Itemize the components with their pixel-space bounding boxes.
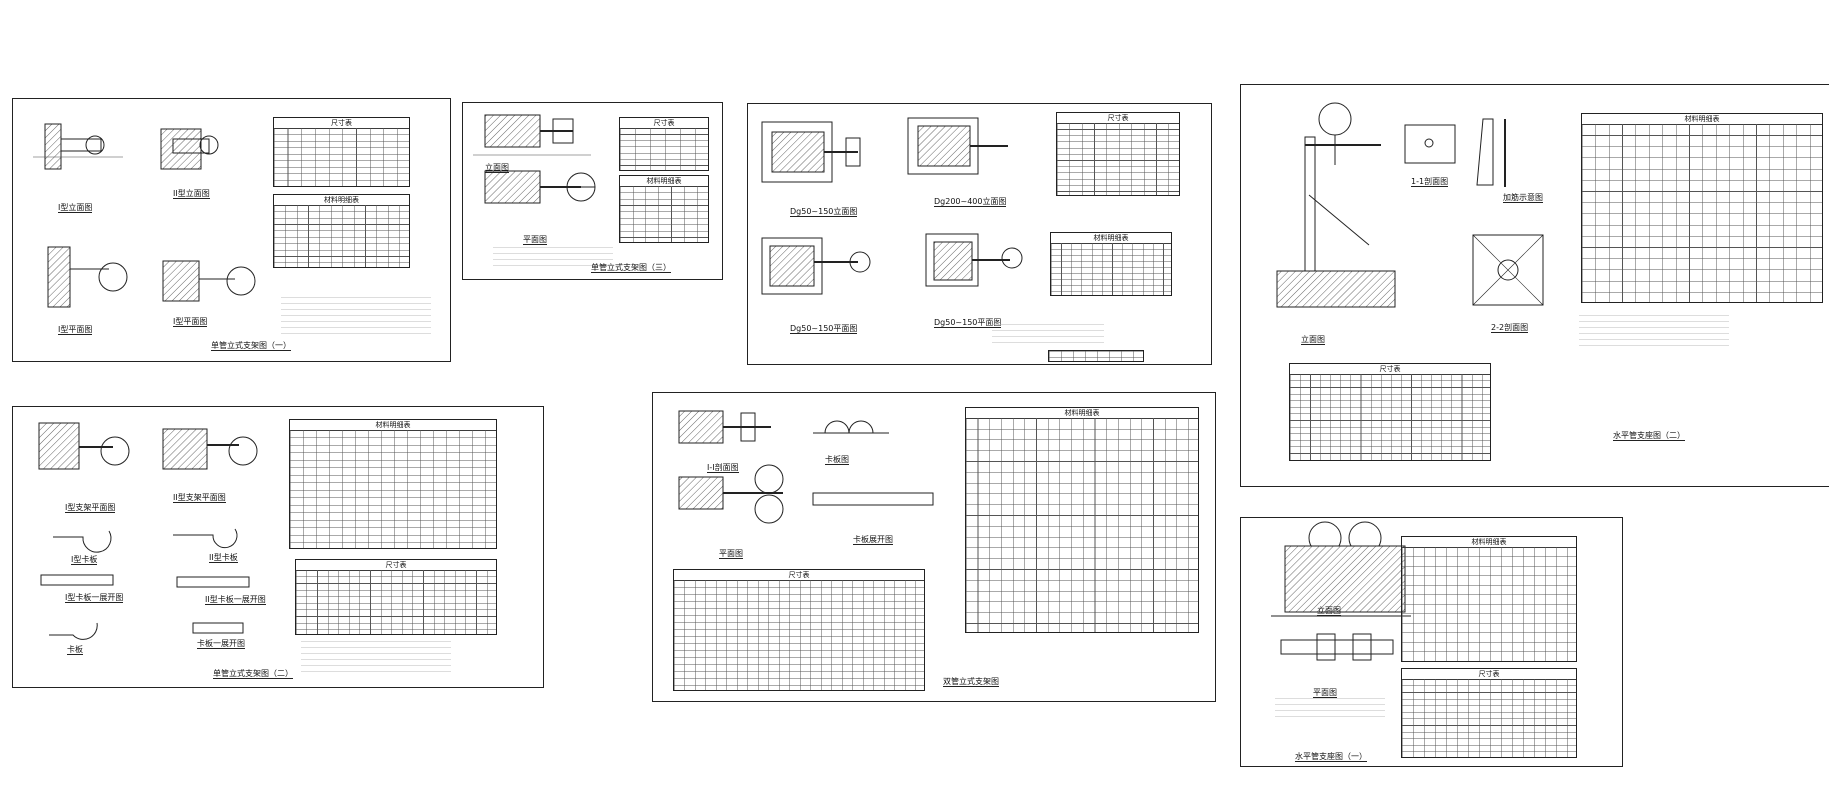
sheet-title: 单管立式支架图（一） — [211, 341, 291, 351]
detail-drawings — [1271, 521, 1411, 661]
view-caption: 平面图 — [1313, 688, 1337, 698]
view-caption: Dg50~150立面图 — [790, 207, 858, 217]
notes-block — [281, 297, 431, 337]
material-table: 材料明细表 — [289, 419, 497, 549]
view-caption: II型卡板一展开图 — [205, 595, 266, 605]
material-table: 材料明细表 — [619, 175, 709, 243]
drawing-sheet-3: Dg50~150立面图 Dg200~400立面图 Dg50~150平面图 Dg5… — [747, 103, 1212, 365]
view-caption: I-I剖面图 — [707, 463, 739, 473]
view-caption: Dg50~150平面图 — [790, 324, 858, 334]
dimension-table: 尺寸表 — [1401, 668, 1577, 758]
view-caption: I型卡板 — [71, 555, 98, 565]
notes-block — [1579, 315, 1729, 351]
view-caption: Dg200~400立面图 — [934, 197, 1007, 207]
detail-drawings — [33, 123, 256, 308]
drawing-sheet-5: I型支架平面图 II型支架平面图 I型卡板 II型卡板 I型卡板一展开图 II型… — [12, 406, 544, 688]
view-caption: 平面图 — [719, 549, 743, 559]
material-table: 材料明细表 — [965, 407, 1199, 633]
detail-drawings — [678, 410, 934, 524]
detail-drawings — [38, 422, 258, 640]
detail-drawings — [761, 117, 1023, 295]
dimension-table: 尺寸表 — [619, 117, 709, 171]
material-table: 材料明细表 — [1050, 232, 1172, 296]
view-caption: I型平面图 — [58, 325, 93, 335]
material-table: 材料明细表 — [1581, 113, 1823, 303]
sheet-title: 水平管支座图（一） — [1295, 752, 1367, 762]
material-table: 材料明细表 — [1401, 536, 1577, 662]
view-caption: 卡板 — [67, 645, 83, 655]
sheet-title: 单管立式支架图（三） — [591, 263, 671, 273]
dimension-table: 尺寸表 — [273, 117, 410, 187]
view-caption: 立面图 — [485, 163, 509, 173]
material-table: 材料明细表 — [273, 194, 410, 268]
dimension-table: 尺寸表 — [1056, 112, 1180, 196]
drawing-sheet-2: 立面图 平面图 尺寸表 材料明细表 单管立式支架图（三） — [462, 102, 723, 280]
notes-block — [493, 247, 613, 271]
view-caption: I型卡板一展开图 — [65, 593, 124, 603]
notes-block — [992, 324, 1104, 348]
view-caption: 立面图 — [1317, 606, 1341, 616]
view-caption: II型卡板 — [209, 553, 238, 563]
view-caption: I型立面图 — [58, 203, 93, 213]
small-table — [1048, 350, 1144, 362]
view-caption: 2-2剖面图 — [1491, 323, 1529, 333]
view-caption: Dg50~150平面图 — [934, 318, 1002, 328]
view-caption: II型支架平面图 — [173, 493, 226, 503]
drawing-sheet-4: 立面图 1-1剖面图 加筋示意图 2-2剖面图 材料明细表 尺寸表 水平管支座图… — [1240, 84, 1829, 487]
view-caption: 1-1剖面图 — [1411, 177, 1449, 187]
detail-drawings — [1276, 102, 1544, 308]
view-caption: I型平面图 — [173, 317, 208, 327]
sheet-title: 水平管支座图（二） — [1613, 431, 1685, 441]
view-caption: 立面图 — [1301, 335, 1325, 345]
drawing-sheet-7: 立面图 平面图 材料明细表 尺寸表 水平管支座图（一） — [1240, 517, 1623, 767]
sheet-title: 双管立式支架图 — [943, 677, 999, 687]
view-caption: 卡板展开图 — [853, 535, 893, 545]
notes-block — [1275, 698, 1385, 722]
notes-block — [301, 641, 451, 675]
sheet-title: 单管立式支架图（二） — [213, 669, 293, 679]
detail-drawings — [473, 114, 596, 204]
dimension-table: 尺寸表 — [295, 559, 497, 635]
drawing-sheet-1: I型立面图 II型立面图 I型平面图 I型平面图 尺寸表 材料明细表 单管立式支… — [12, 98, 451, 362]
view-caption: 卡板一展开图 — [197, 639, 245, 649]
dimension-table: 尺寸表 — [673, 569, 925, 691]
view-caption: II型立面图 — [173, 189, 210, 199]
view-caption: 平面图 — [523, 235, 547, 245]
view-caption: 加筋示意图 — [1503, 193, 1543, 203]
drawing-sheet-6: I-I剖面图 卡板图 平面图 卡板展开图 尺寸表 材料明细表 双管立式支架图 — [652, 392, 1216, 702]
dimension-table: 尺寸表 — [1289, 363, 1491, 461]
view-caption: 卡板图 — [825, 455, 849, 465]
view-caption: I型支架平面图 — [65, 503, 116, 513]
